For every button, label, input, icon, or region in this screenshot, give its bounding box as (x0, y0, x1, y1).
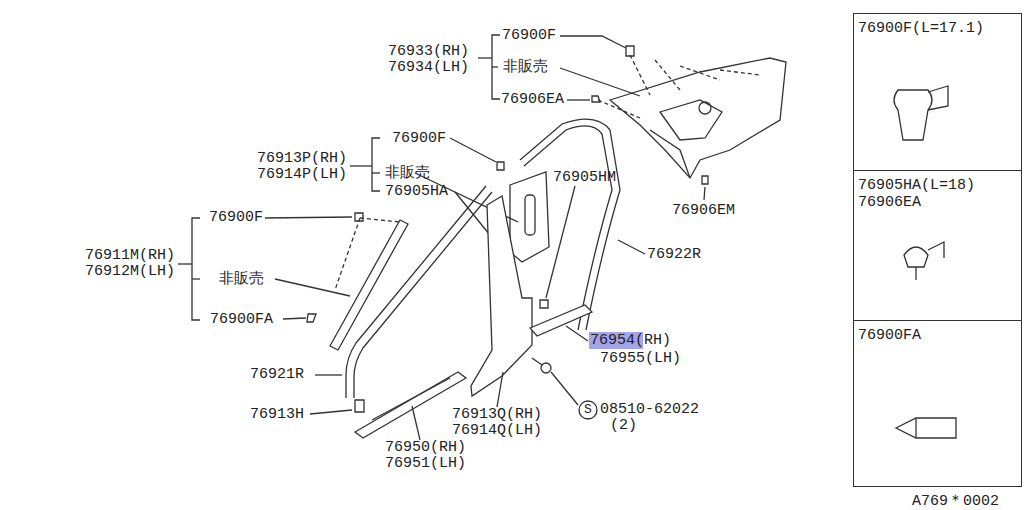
note-label: 非販売 (503, 60, 548, 76)
detail-panel: 76905HA(L=18) 76906EA (853, 170, 1022, 321)
part-number: 76912M(LH) (85, 264, 175, 280)
part-number: 76913P(RH) (257, 151, 347, 167)
part-number: 76900FA (210, 312, 273, 328)
part-number: 76914Q(LH) (452, 423, 542, 439)
part-number: 76951(LH) (385, 456, 466, 472)
note-label: 非販売 (385, 166, 430, 182)
diagram-code: A769＊0002 (912, 494, 999, 510)
part-number: 76905HM (553, 170, 616, 186)
part-number: 76906EA (501, 92, 564, 108)
part-number: 76922R (647, 247, 701, 263)
part-number: 76955(LH) (600, 351, 681, 367)
part-number: 76921R (250, 367, 304, 383)
part-number: 76950(RH) (385, 440, 466, 456)
part-number: 08510-62022 (600, 402, 699, 418)
part-number: 76900F (392, 131, 446, 147)
circle-symbol: S (584, 402, 592, 418)
part-number: 76914P(LH) (257, 167, 347, 183)
part-number: 76913H (250, 407, 304, 423)
detail-panel: 76900FA (853, 320, 1022, 487)
panel-label: 76900F(L=17.1) (854, 14, 1021, 37)
part-number: 76906EM (672, 203, 735, 219)
panel-label: 76900FA (854, 321, 1021, 344)
quantity-label: (2) (610, 418, 637, 434)
part-number: 76900F (209, 210, 263, 226)
part-number: 76900F (502, 28, 556, 44)
part-number: 76934(LH) (388, 60, 469, 76)
part-number: 76954(RH) (590, 333, 671, 349)
part-number: 76905HA (385, 184, 448, 200)
note-label: 非販売 (219, 272, 264, 288)
panel-label: 76905HA(L=18) 76906EA (854, 171, 1021, 211)
part-number: 76913Q(RH) (452, 407, 542, 423)
detail-panel: 76900F(L=17.1) (853, 13, 1022, 171)
part-number: 76911M(RH) (85, 248, 175, 264)
part-number: 76933(RH) (388, 44, 469, 60)
